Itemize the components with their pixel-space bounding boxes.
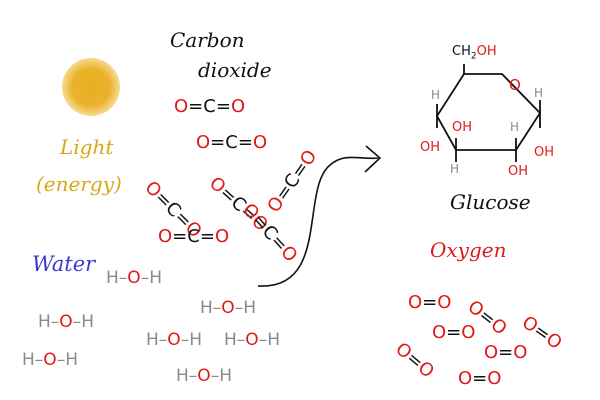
- glucose-ch2oh-group: CH2OH: [452, 44, 497, 62]
- co2-molecule: O=C=O: [174, 96, 246, 117]
- co2-molecule: O=C=O: [196, 132, 268, 153]
- o2-molecule: O=O: [408, 292, 452, 313]
- light-label-line1: Light: [60, 135, 114, 159]
- glucose-oh-group: OH: [508, 164, 529, 179]
- co2-molecule: O=C=O: [158, 226, 230, 247]
- glucose-h-atom: H: [431, 88, 441, 102]
- water-molecule: H–O–H: [146, 330, 202, 350]
- o2-molecule: O=O: [484, 342, 528, 363]
- sun-icon: [62, 58, 120, 116]
- carbon-dioxide-label-line2: dioxide: [198, 58, 272, 82]
- light-label-line2: (energy): [36, 172, 122, 196]
- glucose-ring: [435, 64, 542, 162]
- glucose-oh-group: OH: [452, 120, 473, 135]
- glucose-ring-oxygen: O: [509, 76, 521, 94]
- water-molecule: H–O–H: [200, 298, 256, 318]
- water-molecule: H–O–H: [176, 366, 232, 386]
- glucose-label: Glucose: [450, 190, 531, 214]
- water-label: Water: [32, 252, 96, 276]
- oxygen-label: Oxygen: [430, 238, 507, 262]
- water-molecule: H–O–H: [22, 350, 78, 370]
- glucose-h-atom: H: [510, 120, 520, 134]
- glucose-h-atom: H: [450, 162, 460, 176]
- water-molecule: H–O–H: [224, 330, 280, 350]
- o2-molecule: O=O: [432, 322, 476, 343]
- water-molecule: H–O–H: [106, 268, 162, 288]
- glucose-h-atom: H: [534, 86, 544, 100]
- reaction-arrowhead: [364, 145, 382, 173]
- carbon-dioxide-label-line1: Carbon: [170, 28, 245, 52]
- reaction-arrow: [257, 156, 379, 287]
- o2-molecule: O=O: [458, 368, 502, 389]
- glucose-oh-group: OH: [534, 145, 555, 160]
- glucose-oh-group: OH: [420, 140, 441, 155]
- water-molecule: H–O–H: [38, 312, 94, 332]
